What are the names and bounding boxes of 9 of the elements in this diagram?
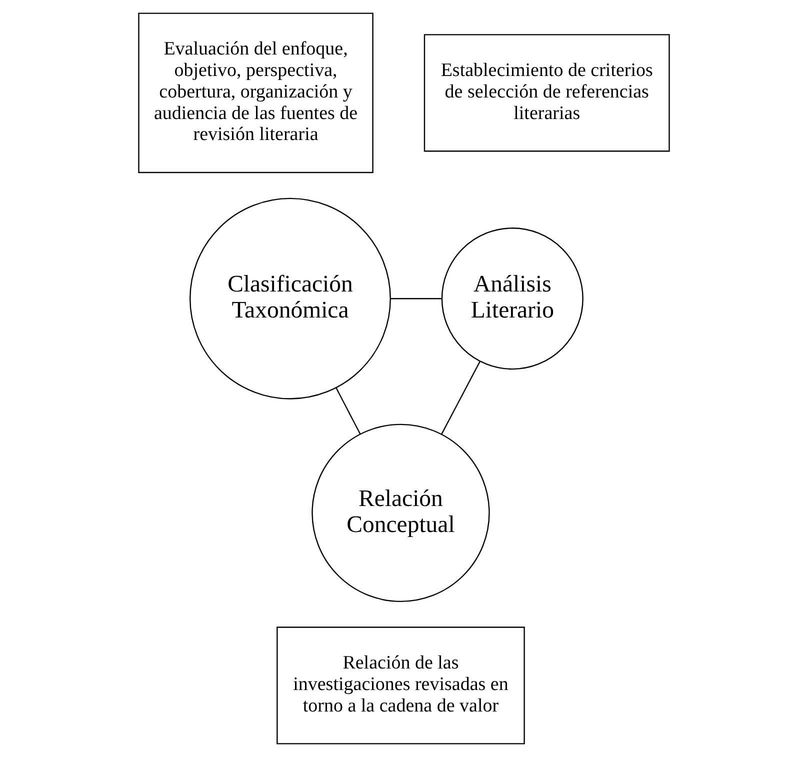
node-circle: Relación Conceptual [311, 424, 490, 602]
node-box: Establecimiento de criterios de selección de referencias literarias [423, 34, 670, 152]
connector [440, 361, 480, 435]
node-circle: Clasificación Taxonómica [189, 198, 390, 400]
connector [390, 298, 441, 300]
node-circle: Análisis Literario [440, 228, 583, 370]
connector [334, 387, 360, 434]
node-box: Relación de las investigaciones revisadas en torno a la cadena de valor [276, 626, 524, 744]
node-box: Evaluación del enfoque, objetivo, perspectiva, cobertura, organización y audiencia de las fuentes de revisión literaria [138, 12, 373, 174]
